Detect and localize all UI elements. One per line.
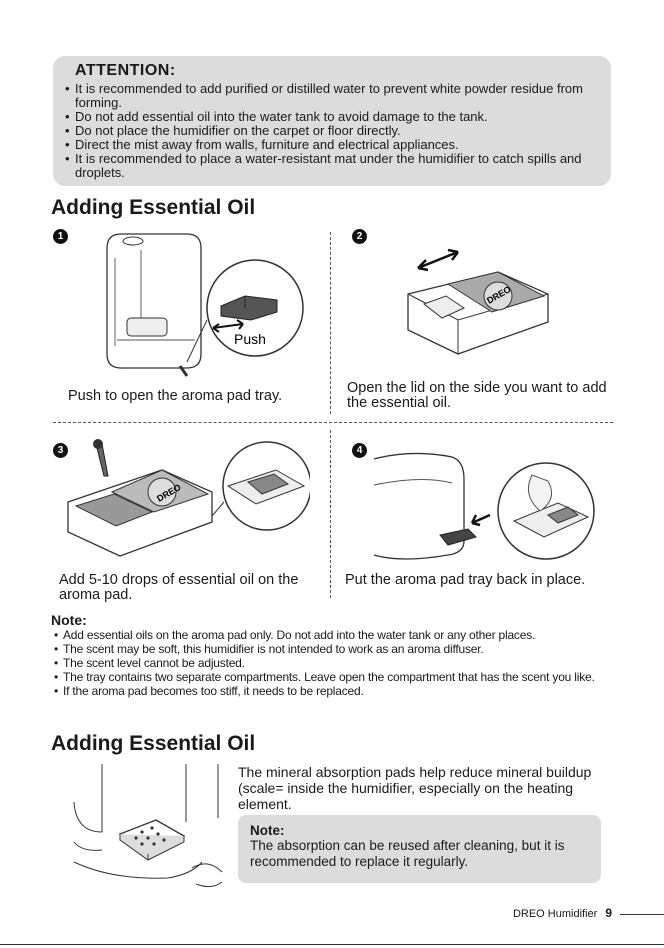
section2-description: The mineral absorption pads help reduce … xyxy=(238,764,592,812)
dropper-oil-illustration: DREO xyxy=(67,439,310,557)
section2-note-box: Note: The absorption can be reused after… xyxy=(238,815,601,883)
page-number: 9 xyxy=(605,906,612,920)
list-item: Direct the mist away from walls, furnitu… xyxy=(65,138,597,153)
list-item: The scent may be soft, this humidifier i… xyxy=(54,642,619,656)
attention-title: ATTENTION: xyxy=(75,62,176,79)
note-list: Add essential oils on the aroma pad only… xyxy=(54,628,619,698)
section-title: Adding Essential Oil xyxy=(51,196,256,219)
step-number-4: 4 xyxy=(352,443,367,458)
attention-box: ATTENTION: It is recommended to add puri… xyxy=(53,56,611,186)
section2-note-title: Note: xyxy=(250,823,285,838)
aroma-tray-open-lid-illustration: DREO xyxy=(407,248,549,355)
step-caption-2: Open the lid on the side you want to add… xyxy=(347,380,607,411)
step-number-2: 2 xyxy=(352,229,367,244)
footer-brand: DREO Humidifier xyxy=(512,908,598,920)
list-item: If the aroma pad becomes too stiff, it n… xyxy=(54,684,619,698)
footer-rule xyxy=(620,914,664,915)
footer: DREO Humidifier 9 xyxy=(513,906,612,920)
divider-vertical xyxy=(330,430,331,598)
humidifier-push-illustration: Push xyxy=(106,233,304,377)
list-item: Do not add essential oil into the water … xyxy=(65,110,597,125)
step-caption-3: Add 5-10 drops of essential oil on the a… xyxy=(59,572,299,603)
list-item: The scent level cannot be adjusted. xyxy=(54,656,619,670)
step-caption-4: Put the aroma pad tray back in place. xyxy=(345,572,586,588)
section-title: Adding Essential Oil xyxy=(51,732,256,755)
list-item: The tray contains two separate compartme… xyxy=(54,670,619,684)
tray-insert-illustration xyxy=(373,452,595,560)
divider-vertical xyxy=(330,232,331,414)
divider-horizontal xyxy=(53,422,613,423)
step-number-3: 3 xyxy=(53,443,68,458)
attention-list: It is recommended to add purified or dis… xyxy=(65,82,597,180)
list-item: Do not place the humidifier on the carpe… xyxy=(65,124,597,139)
section2-note-text: The absorption can be reused after clean… xyxy=(250,838,565,869)
list-item: Add essential oils on the aroma pad only… xyxy=(54,628,619,642)
bottom-rule xyxy=(0,944,664,945)
list-item: It is recommended to place a water-resis… xyxy=(65,152,597,180)
note-title: Note: xyxy=(51,612,87,628)
list-item: It is recommended to add purified or dis… xyxy=(65,82,597,110)
absorption-pad-illustration xyxy=(73,764,222,888)
push-callout: Push xyxy=(234,331,266,347)
step-caption-1: Push to open the aroma pad tray. xyxy=(68,388,283,404)
step-number-1: 1 xyxy=(53,229,68,244)
